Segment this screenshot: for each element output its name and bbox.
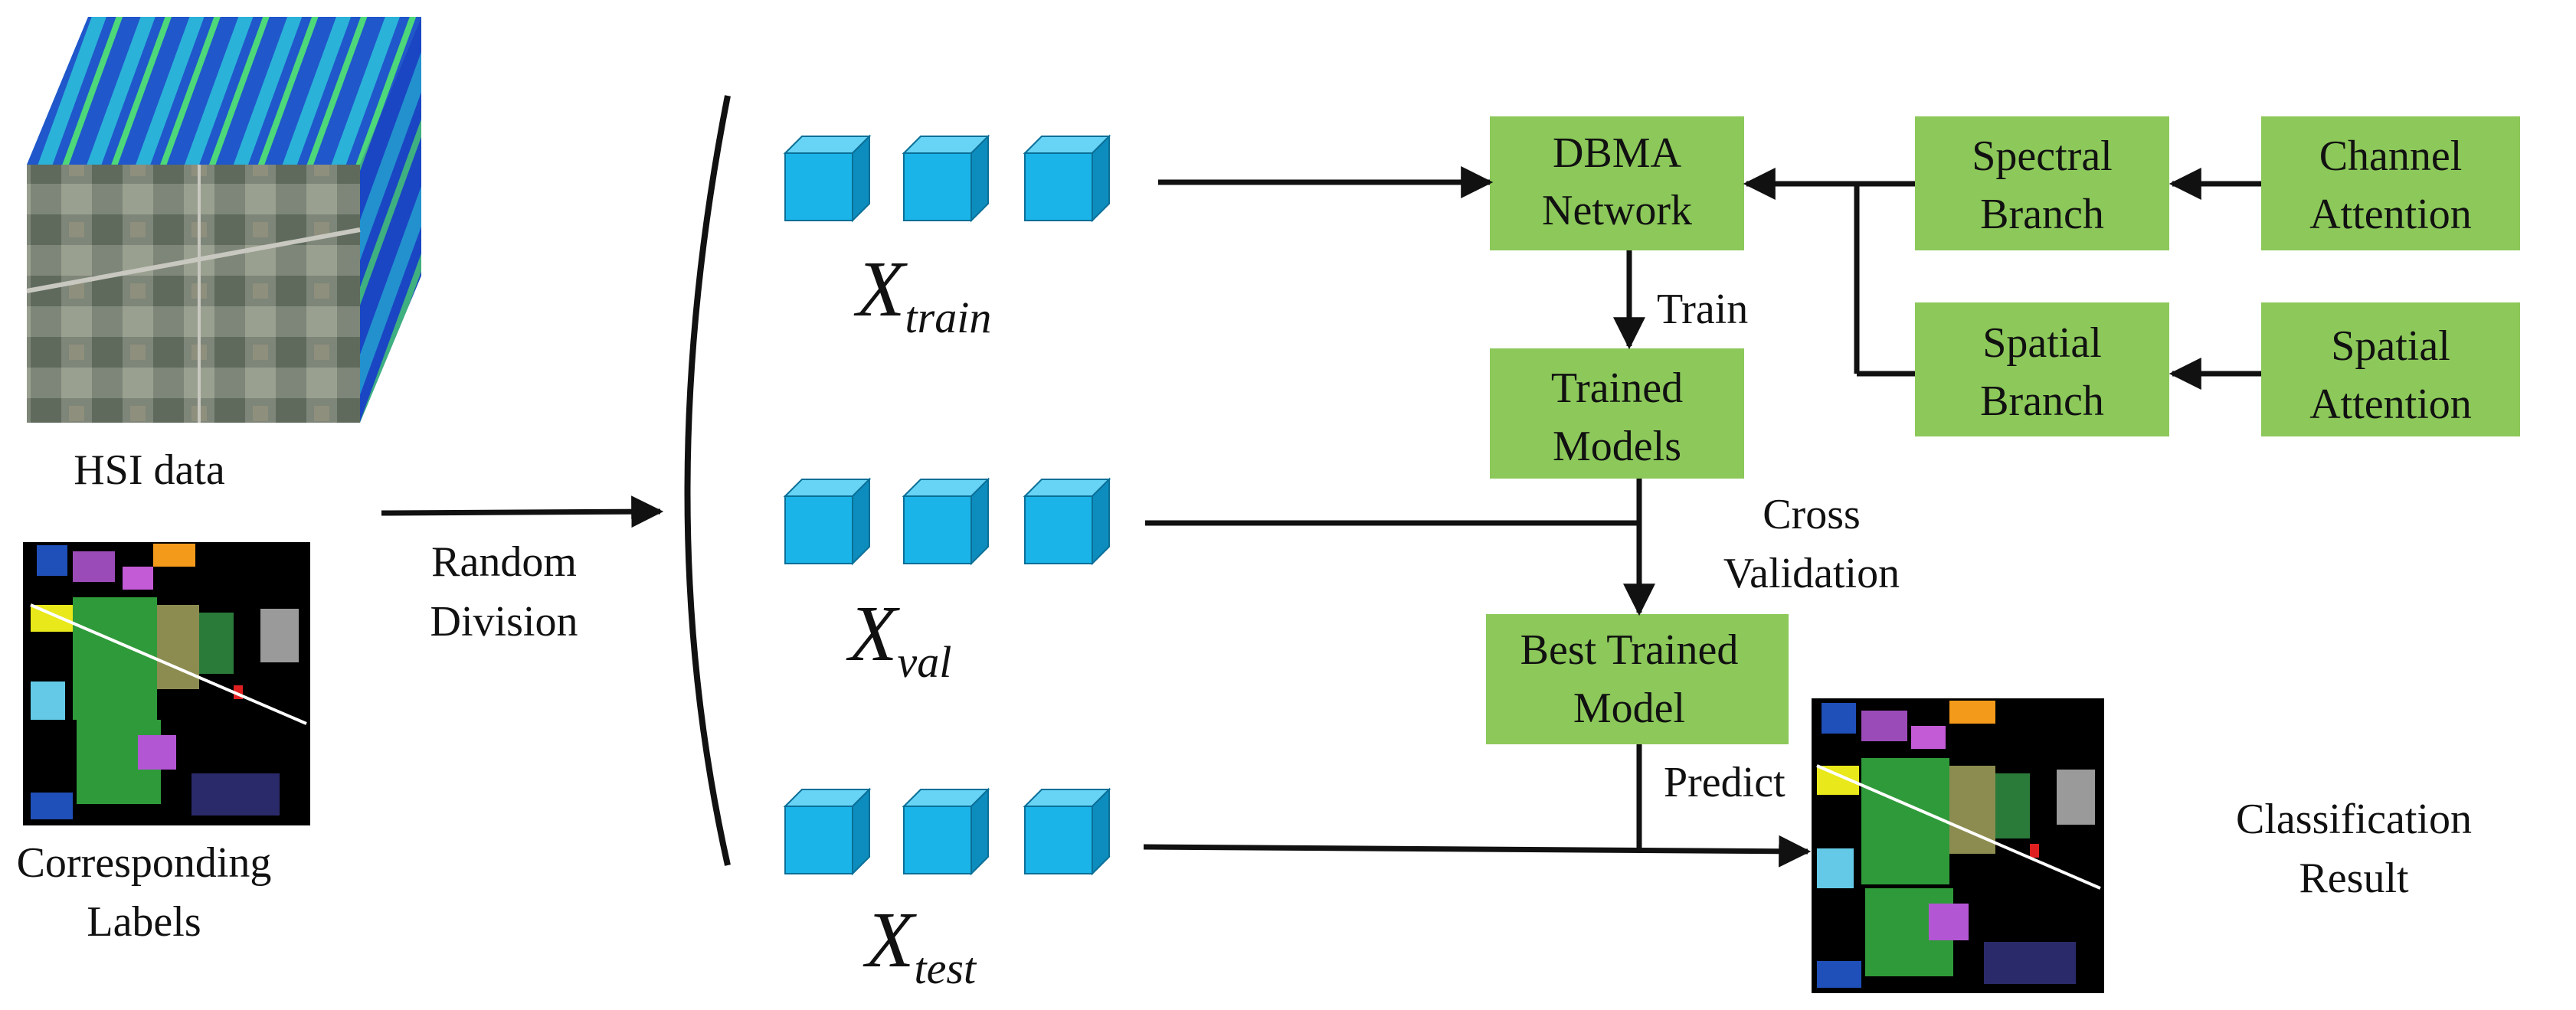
dbma-network-box — [1490, 116, 1744, 250]
classification-result-label-line1: Classification — [2236, 796, 2472, 843]
hsi-data-label: HSI data — [74, 446, 225, 494]
cube-front-face — [784, 806, 853, 874]
result-map-region — [1929, 904, 1969, 940]
spectral-branch-label-line1: Spectral — [1972, 132, 2112, 180]
data-cube-icon — [783, 787, 872, 876]
data-cube-icon — [1023, 787, 1111, 876]
predict-label: Predict — [1664, 759, 1786, 806]
spectral-branch-label-line2: Branch — [1980, 191, 2104, 238]
cube-front-face — [1024, 495, 1093, 564]
trained-models-label-line1: Trained — [1551, 364, 1683, 412]
result-map-region — [1861, 758, 1949, 884]
spatial-attention-label-line1: Spatial — [2331, 322, 2450, 370]
label-map-region — [123, 567, 153, 590]
data-cube-icon — [783, 477, 872, 566]
hsi-cube-side-texture — [360, 17, 421, 423]
result-map-region — [1817, 961, 1861, 988]
result-map-region — [1984, 942, 2076, 984]
data-cube-icon — [1023, 477, 1111, 566]
label-map-region — [37, 545, 67, 576]
cube-front-face — [903, 152, 972, 221]
result-map-region — [1911, 726, 1946, 749]
label-map-region — [31, 682, 65, 720]
cube-front-face — [903, 806, 972, 874]
cross-validation-label-line2: Validation — [1723, 550, 1900, 597]
result-map-region — [2030, 844, 2039, 858]
cube-front-face — [903, 495, 972, 564]
data-cube-icon — [902, 134, 990, 223]
label-map-region — [157, 605, 199, 689]
spectral-branch-box — [1915, 116, 2169, 250]
spatial-branch-label-line1: Spatial — [1982, 319, 2102, 367]
hsi-cube-image — [26, 17, 421, 423]
result-map-region — [1995, 773, 2030, 838]
cube-front-face — [784, 152, 853, 221]
classification-result-label-line2: Result — [2299, 855, 2409, 902]
label-map-region — [153, 544, 195, 567]
label-map-region — [73, 551, 115, 582]
data-cube-icon — [902, 477, 990, 566]
cube-front-face — [1024, 806, 1093, 874]
data-cube-icon — [783, 134, 872, 223]
test-cubes — [783, 787, 1111, 876]
result-map-region — [2057, 770, 2095, 825]
trained-models-box — [1490, 348, 1744, 479]
spatial-branch-box — [1915, 302, 2169, 436]
best-trained-model-box — [1486, 614, 1789, 744]
random-division-line2: Division — [430, 598, 578, 646]
x-val-label: Xval — [846, 590, 951, 687]
cube-front-face — [1024, 152, 1093, 221]
label-map-region — [191, 773, 280, 816]
result-map-road — [1816, 764, 2101, 890]
x-test-label: Xtest — [862, 896, 977, 993]
label-map-region — [73, 597, 157, 720]
label-map-region — [138, 735, 176, 770]
train-label: Train — [1657, 286, 1748, 333]
labels-caption-line1: Corresponding — [17, 839, 272, 887]
split-bracket — [684, 95, 731, 866]
random-division-line1: Random — [431, 538, 577, 586]
train-cubes — [783, 134, 1111, 223]
trained-models-label-line2: Models — [1553, 423, 1681, 470]
result-map-region — [1822, 703, 1856, 734]
labels-caption-line2: Labels — [87, 898, 201, 946]
channel-attention-box — [2261, 116, 2520, 250]
label-map-region — [31, 793, 73, 819]
classification-result-image — [1812, 698, 2104, 993]
result-map-region — [1949, 701, 1995, 724]
spatial-attention-box — [2261, 302, 2520, 436]
hsi-cube-front-image — [27, 165, 360, 423]
label-map-region — [199, 613, 234, 674]
data-cube-icon — [1023, 134, 1111, 223]
data-cube-icon — [902, 787, 990, 876]
val-cubes — [783, 477, 1111, 566]
channel-attention-label-line2: Attention — [2309, 191, 2472, 238]
label-map-image — [23, 542, 310, 825]
test-to-result-arrow — [1143, 835, 1812, 868]
result-map-region — [1861, 711, 1907, 741]
dbma-network-label-line2: Network — [1542, 187, 1692, 234]
label-map-region — [260, 609, 299, 662]
best-trained-model-label-line1: Best Trained — [1520, 626, 1739, 674]
hsi-road-line — [26, 227, 361, 293]
hsi-cube-top-texture — [27, 17, 421, 165]
best-trained-model-label-line2: Model — [1573, 685, 1685, 732]
channel-attention-label-line1: Channel — [2319, 132, 2463, 180]
spatial-attention-label-line2: Attention — [2309, 381, 2472, 428]
cube-front-face — [784, 495, 853, 564]
label-map-road — [30, 603, 307, 725]
result-map-region — [1817, 848, 1854, 888]
x-train-label: Xtrain — [853, 245, 991, 342]
cross-validation-label-line1: Cross — [1763, 491, 1861, 538]
random-division-arrow — [381, 495, 664, 528]
spatial-branch-label-line2: Branch — [1980, 378, 2104, 425]
dbma-network-label-line1: DBMA — [1553, 129, 1682, 177]
